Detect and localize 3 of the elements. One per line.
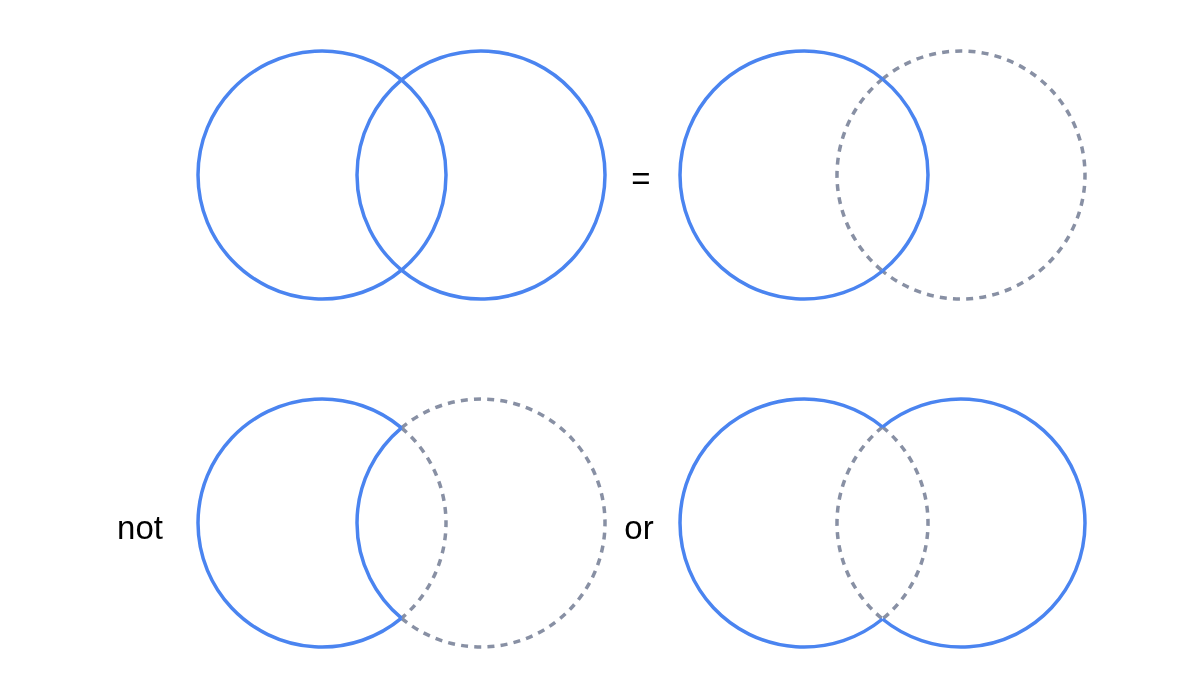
operator-word: =: [631, 161, 651, 195]
operator-word: or: [624, 510, 654, 544]
operator-word: not: [117, 510, 163, 544]
